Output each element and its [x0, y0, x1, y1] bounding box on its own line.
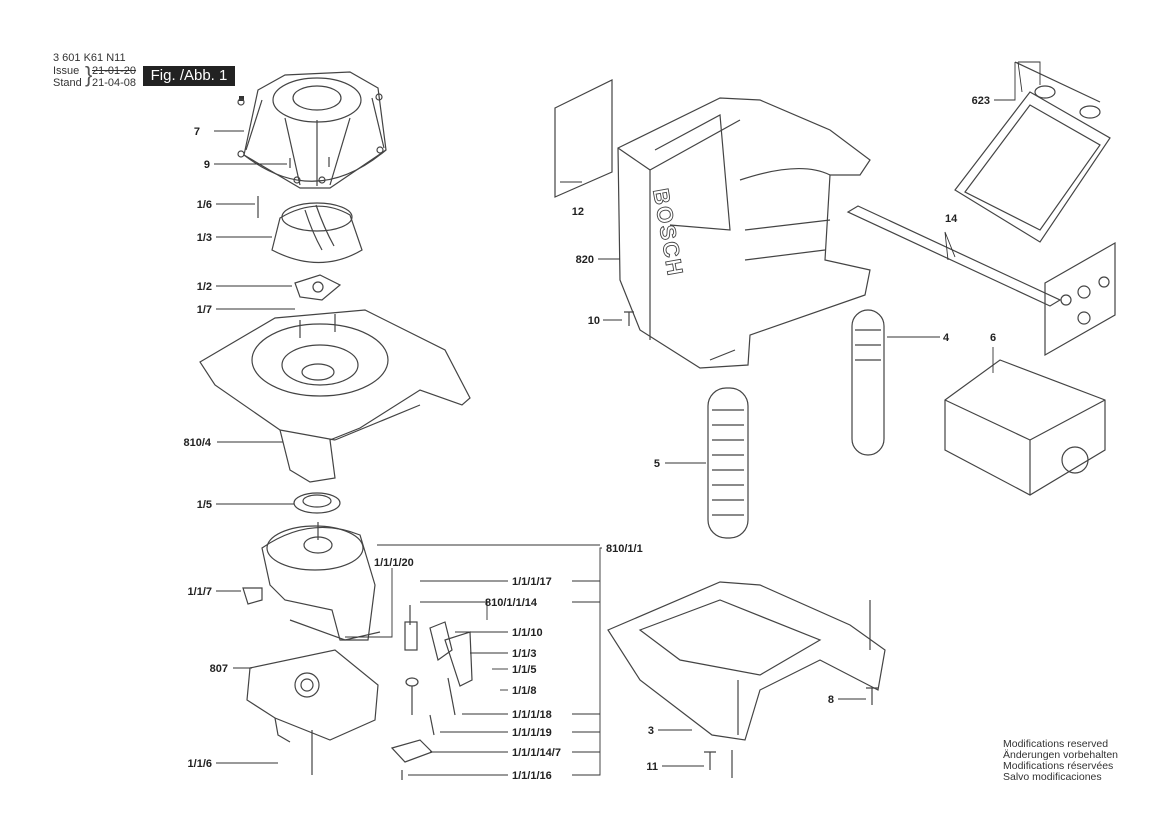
callout-label: 1/1/1/14/7 — [512, 747, 561, 759]
part-screw-8 — [866, 687, 878, 705]
callout-label: 1/1/1/17 — [512, 576, 552, 588]
figure-label: Fig. /Abb. 1 — [143, 66, 235, 86]
part-lid — [954, 61, 1111, 243]
callout-labels: 7 9 1/6 1/3 1/2 1/7 810/4 1/5 1/1/7 807 1/1/6 1/1/1… — [183, 95, 996, 782]
callout-label: 820 — [576, 254, 594, 266]
issue-bracket: } — [85, 62, 93, 87]
brand-logo-text: BOSCH — [648, 187, 688, 279]
callout-label: 3 — [648, 725, 654, 737]
callout-label: 1/1/3 — [512, 648, 536, 660]
callout-label: 1/2 — [197, 281, 212, 293]
modifications-notes: Modifications reserved Änderungen vorbeh… — [1003, 739, 1118, 783]
part-screw-11 — [704, 751, 716, 770]
callout-label: 1/1/1/20 — [374, 557, 414, 569]
callout-label: 1/1/8 — [512, 685, 536, 697]
note-en: Modifications reserved — [1003, 738, 1109, 750]
part-bottom-base — [607, 581, 886, 741]
note-de: Änderungen vorbehalten — [1003, 749, 1119, 761]
part-small-components — [390, 605, 473, 780]
part-number: 3 601 K61 N11 — [53, 52, 126, 64]
callout-label: 1/7 — [197, 304, 212, 316]
callout-label: 10 — [588, 315, 600, 327]
part-top-cover — [237, 71, 387, 189]
part-battery-box — [944, 359, 1106, 496]
callout-label: 14 — [945, 213, 958, 225]
callout-label: 9 — [204, 159, 210, 171]
callout-label: 623 — [972, 95, 990, 107]
part-strip — [846, 205, 1116, 357]
part-screw-10 — [624, 311, 634, 326]
callout-label: 1/1/5 — [512, 664, 536, 676]
callout-label: 5 — [654, 458, 660, 470]
callout-label: 11 — [646, 761, 658, 773]
callout-label: 1/1/1/19 — [512, 727, 552, 739]
callout-label: 1/1/1/16 — [512, 770, 552, 782]
part-ring — [293, 492, 341, 514]
part-battery-5 — [707, 387, 749, 539]
part-base-housing — [199, 309, 471, 483]
note-es: Salvo modificaciones — [1003, 771, 1102, 783]
stand-date: 21-04-08 — [92, 77, 137, 89]
callout-label: 12 — [572, 206, 584, 218]
callout-label: 1/1/1/18 — [512, 709, 552, 721]
callout-label: 8 — [828, 694, 834, 706]
callout-label: 1/1/10 — [512, 627, 543, 639]
issue-date: 21-01-20 — [92, 65, 137, 77]
callout-label: 1/1/7 — [188, 586, 212, 598]
callout-label: 810/1/1 — [606, 543, 643, 555]
part-gear-small — [294, 274, 342, 301]
part-circuit-board — [246, 649, 379, 775]
callout-label: 4 — [943, 332, 950, 344]
callout-label: 1/6 — [197, 199, 212, 211]
part-cap — [257, 196, 363, 264]
part-battery-4 — [851, 309, 885, 456]
part-main-housing — [617, 97, 871, 369]
callout-label: 1/5 — [197, 499, 212, 511]
part-motor-assembly — [242, 522, 381, 641]
callout-label: 810/4 — [183, 437, 211, 449]
callout-label: 807 — [210, 663, 228, 675]
stand-label: Stand — [53, 77, 82, 89]
callout-label: 7 — [194, 126, 200, 138]
issue-label: Issue — [53, 65, 80, 77]
callout-label: 810/1/1/14 — [485, 597, 538, 609]
callout-label: 1/3 — [197, 232, 212, 244]
part-label-sticker — [554, 79, 613, 198]
callout-label: 6 — [990, 332, 996, 344]
note-fr: Modifications réservées — [1003, 760, 1114, 772]
callout-label: 1/1/6 — [188, 758, 212, 770]
